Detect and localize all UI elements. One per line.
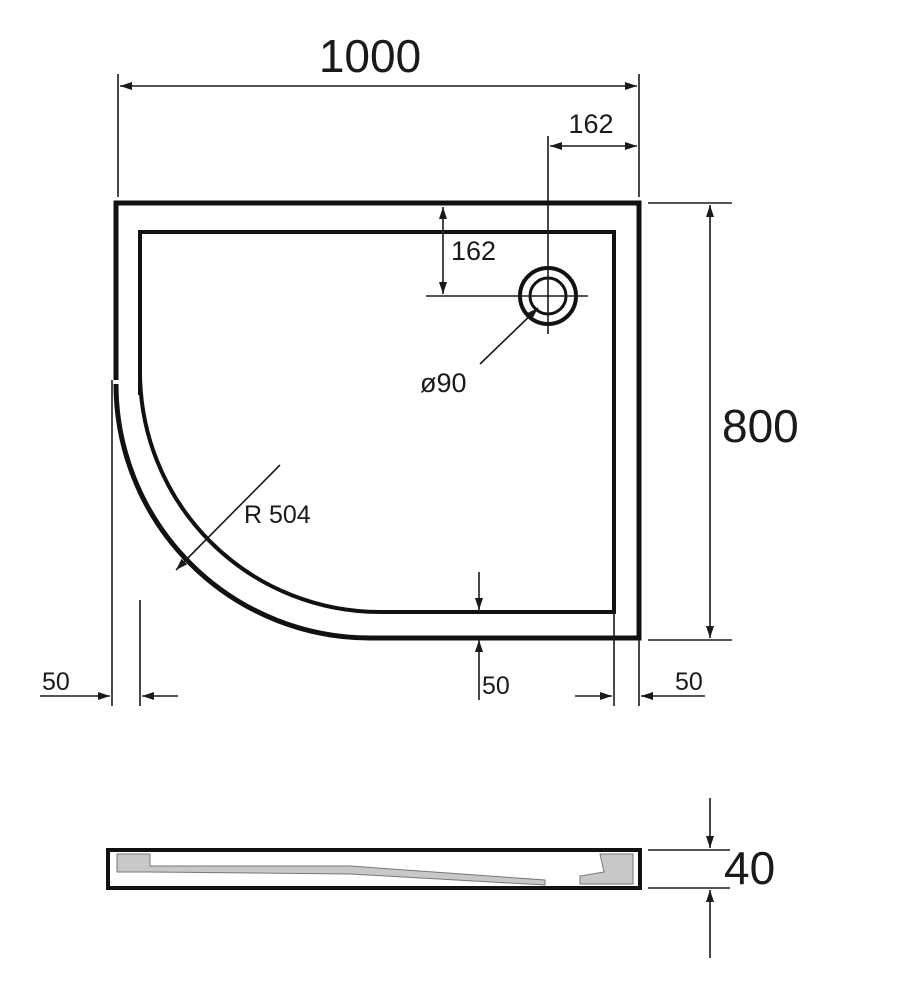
- drain-diameter-label: ø90: [420, 368, 467, 398]
- tray-outer-outline: [113, 200, 642, 641]
- drain-y-label: 162: [451, 236, 496, 266]
- radius-leader: [175, 464, 281, 571]
- rim-front-label: 50: [482, 672, 510, 700]
- height-label: 40: [724, 842, 775, 894]
- depth-label: 800: [722, 400, 799, 452]
- plan-view: 1000 162 162 ø90 800 R 504 50 50 50: [40, 30, 799, 706]
- rim-right-label: 50: [675, 668, 703, 696]
- width-label: 1000: [319, 30, 421, 82]
- tray-inner-outline: [138, 230, 616, 614]
- section-view: 40: [106, 798, 775, 958]
- section-material-profile: [116, 853, 546, 886]
- rim-left-label: 50: [42, 668, 70, 696]
- drain-diameter-leader: [479, 307, 539, 365]
- radius-label: R 504: [244, 501, 311, 529]
- section-right-profile: [579, 853, 634, 885]
- drain-x-label: 162: [568, 109, 613, 139]
